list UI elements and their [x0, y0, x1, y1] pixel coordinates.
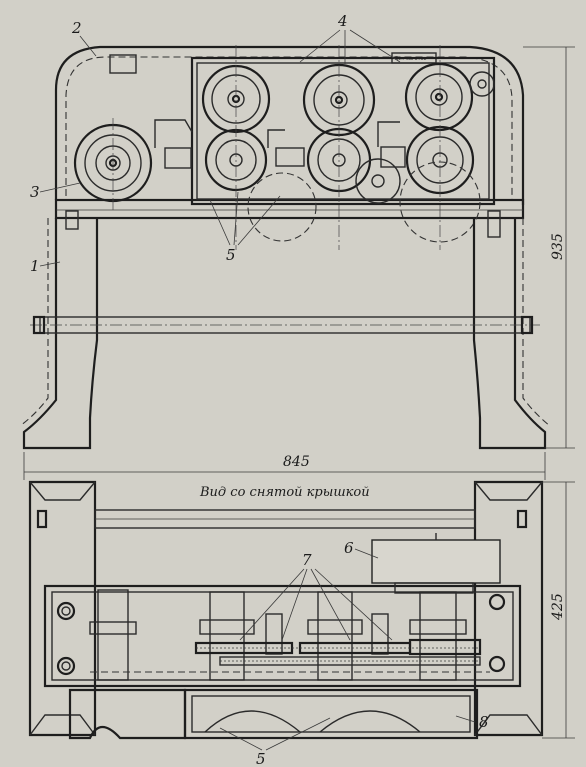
leader-5d	[219, 727, 263, 751]
tie-rod-nut-left	[32, 315, 46, 335]
roller-lower-mid	[355, 158, 401, 204]
shaft-1	[97, 589, 129, 681]
cover-outline	[54, 45, 525, 205]
shaft-3-bearing	[307, 619, 363, 635]
leader-5a	[209, 199, 231, 246]
top-view: Вит заготов	[19, 12, 575, 450]
label-7: 7	[302, 551, 312, 569]
roller-small-hub	[477, 79, 487, 89]
shaft-2-bearing	[199, 619, 255, 635]
roller-upper-3	[404, 62, 474, 132]
leader-4a	[299, 29, 341, 63]
guide-block-3	[380, 146, 406, 168]
leader-7d	[314, 568, 393, 641]
view-caption: Вид со снятой крышкой	[199, 485, 370, 500]
leader-5e	[265, 717, 331, 751]
label-5-bottom: 5	[256, 750, 266, 767]
guide-arm-3	[377, 121, 400, 147]
hidden-roller-1	[247, 172, 317, 242]
shaft-3	[317, 591, 353, 681]
corner-bolt-1	[56, 601, 76, 621]
corner-bolt-4	[488, 655, 506, 673]
leader-3	[39, 182, 81, 193]
label-1: 1	[30, 257, 40, 275]
leader-7c	[310, 568, 351, 641]
tie-rod-nut-right	[520, 315, 534, 335]
roller-upper-3-hub	[430, 88, 448, 106]
gear-band-3	[408, 638, 482, 656]
bolt-right	[487, 210, 501, 238]
base-plate-inner	[51, 591, 514, 681]
corner-bolt-3	[488, 593, 506, 611]
corner-bolt-2	[56, 656, 76, 676]
guide-block-1	[164, 147, 192, 169]
left-leg	[22, 218, 99, 450]
dim-425-text: 425	[550, 593, 566, 621]
corner-bolt-1-in	[61, 606, 71, 616]
dim-935-text: 935	[550, 233, 566, 260]
label-3: 3	[30, 183, 40, 201]
label-4: 4	[337, 12, 348, 30]
roller-small	[469, 71, 495, 97]
label-5-top: 5	[226, 246, 236, 264]
leader-1	[39, 261, 61, 267]
leader-8	[455, 715, 476, 723]
leader-7b	[281, 568, 308, 641]
tray-body	[183, 688, 479, 740]
upper-rollers	[201, 62, 495, 137]
tray-chute	[68, 688, 187, 740]
leader-6	[354, 548, 379, 559]
right-leg-dashed	[522, 218, 551, 427]
guide-block-2	[275, 147, 305, 167]
roller-upper-3-axle	[434, 92, 444, 102]
shaft-4	[419, 591, 457, 681]
shaft-1-bearing	[89, 621, 137, 635]
bottom-view: Вид со снятой крышкой	[28, 480, 575, 767]
tray-inner	[191, 695, 471, 733]
motor-mount	[394, 582, 474, 594]
tray-curve-2	[319, 710, 421, 733]
guide-arm-1	[154, 119, 193, 148]
roller-housing-inner	[196, 62, 490, 200]
tray	[68, 688, 479, 740]
motor-body	[371, 539, 501, 584]
label-8: 8	[479, 713, 489, 731]
leader-4c	[349, 29, 401, 63]
side-frame-right	[473, 480, 544, 737]
label-2: 2	[71, 19, 82, 37]
dim-845: 845	[23, 452, 546, 480]
roller-upper-3-ring	[415, 73, 463, 121]
leader-5b	[233, 191, 239, 246]
tray-curve-1	[204, 710, 301, 733]
shaft-2	[209, 591, 245, 681]
roller-lower-mid-hub	[371, 174, 385, 188]
top-rail-nut-left	[36, 509, 48, 529]
base-plate	[43, 584, 522, 688]
leader-2	[79, 35, 97, 57]
gear-train	[194, 638, 482, 666]
cover-plate-left	[109, 54, 137, 74]
base-beam	[54, 198, 525, 220]
top-rail-nut-right	[516, 509, 528, 529]
shaft-4-bearing	[409, 619, 467, 635]
bolt-left	[65, 210, 79, 230]
corner-bolt-2-in	[61, 661, 71, 671]
gear-stacks	[89, 589, 467, 681]
guide-arm-2	[267, 129, 285, 148]
leader-5c	[237, 195, 281, 246]
side-frame-right-bevel	[474, 481, 543, 736]
label-6: 6	[344, 539, 354, 557]
left-leg-dashed	[19, 218, 49, 427]
lower-rollers	[204, 125, 481, 243]
side-frame-left-bevel	[29, 481, 96, 736]
right-leg	[472, 218, 547, 450]
dim-845-text: 845	[283, 454, 310, 470]
leader-7a	[239, 568, 305, 641]
